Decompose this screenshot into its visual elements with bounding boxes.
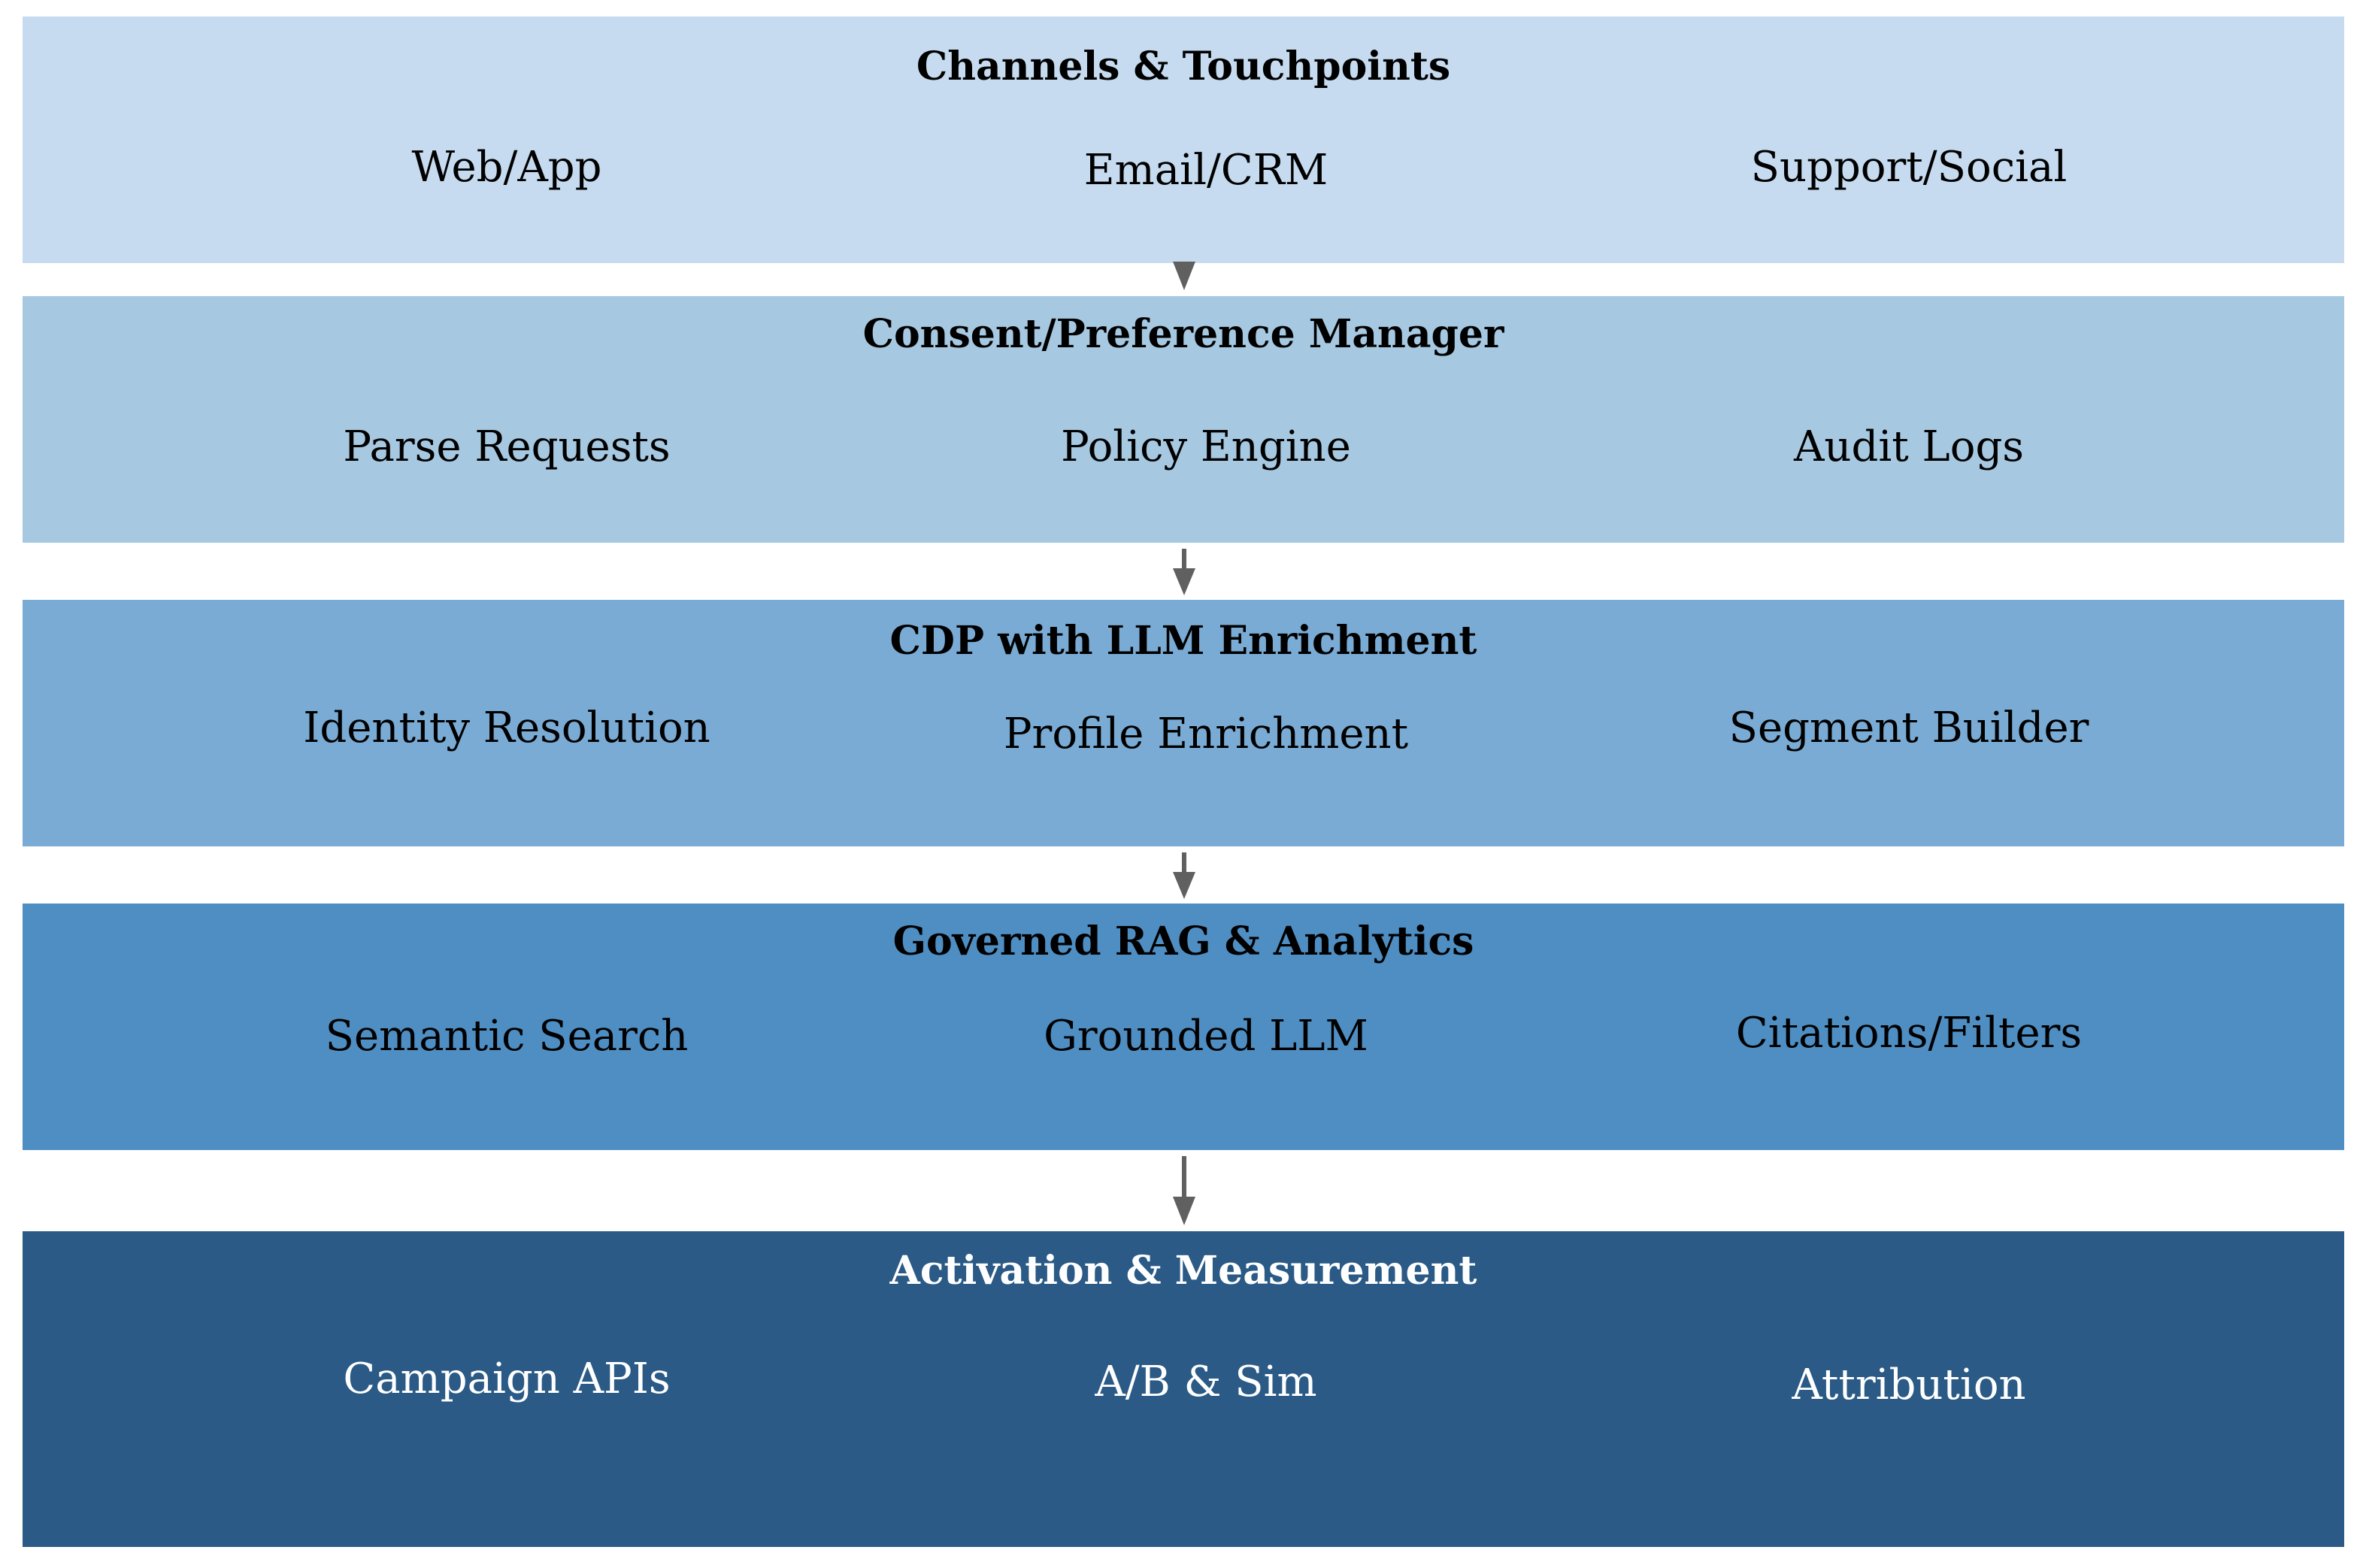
node-policy-engine: Policy Engine — [1061, 422, 1351, 471]
node-audit-logs: Audit Logs — [1793, 422, 2025, 471]
node-identity-resolution: Identity Resolution — [303, 704, 710, 752]
node-campaign-apis: Campaign APIs — [343, 1355, 671, 1403]
node-parse-requests: Parse Requests — [343, 422, 671, 471]
node-citations-filters: Citations/Filters — [1735, 1009, 2083, 1058]
arrowhead — [1173, 262, 1195, 290]
layer-title: Activation & Measurement — [889, 1248, 1477, 1294]
layer-activation-measurement: Activation & Measurement Campaign APIs A… — [23, 1231, 2344, 1547]
layer-title: Channels & Touchpoints — [916, 44, 1451, 89]
node-email-crm: Email/CRM — [1083, 146, 1328, 195]
layer-title: CDP with LLM Enrichment — [889, 618, 1477, 664]
layer-title: Consent/Preference Manager — [862, 311, 1504, 357]
arrowhead — [1173, 568, 1195, 595]
arrow-channels-to-consent — [1173, 262, 1195, 290]
node-attribution: Attribution — [1792, 1361, 2026, 1409]
arrowhead — [1173, 1197, 1195, 1225]
arrow-consent-to-cdp — [1173, 549, 1195, 595]
arrow-rag-to-activation — [1173, 1156, 1195, 1225]
node-support-social: Support/Social — [1750, 143, 2068, 192]
node-ab-sim: A/B & Sim — [1095, 1358, 1317, 1406]
layer-governed-rag-analytics: Governed RAG & Analytics Semantic Search… — [23, 904, 2344, 1150]
arrow-cdp-to-rag — [1173, 852, 1195, 899]
layer-channels-touchpoints: Channels & Touchpoints Web/App Email/CRM… — [23, 17, 2344, 263]
node-grounded-llm: Grounded LLM — [1044, 1012, 1368, 1061]
node-segment-builder: Segment Builder — [1728, 704, 2089, 752]
node-semantic-search: Semantic Search — [325, 1012, 689, 1061]
node-web-app: Web/App — [411, 143, 602, 192]
layer-title: Governed RAG & Analytics — [892, 919, 1474, 964]
layer-consent-preference-manager: Consent/Preference Manager Parse Request… — [23, 296, 2344, 543]
arrowhead — [1173, 872, 1195, 899]
layer-cdp-llm-enrichment: CDP with LLM Enrichment Identity Resolut… — [23, 600, 2344, 846]
node-profile-enrichment: Profile Enrichment — [1003, 710, 1409, 758]
